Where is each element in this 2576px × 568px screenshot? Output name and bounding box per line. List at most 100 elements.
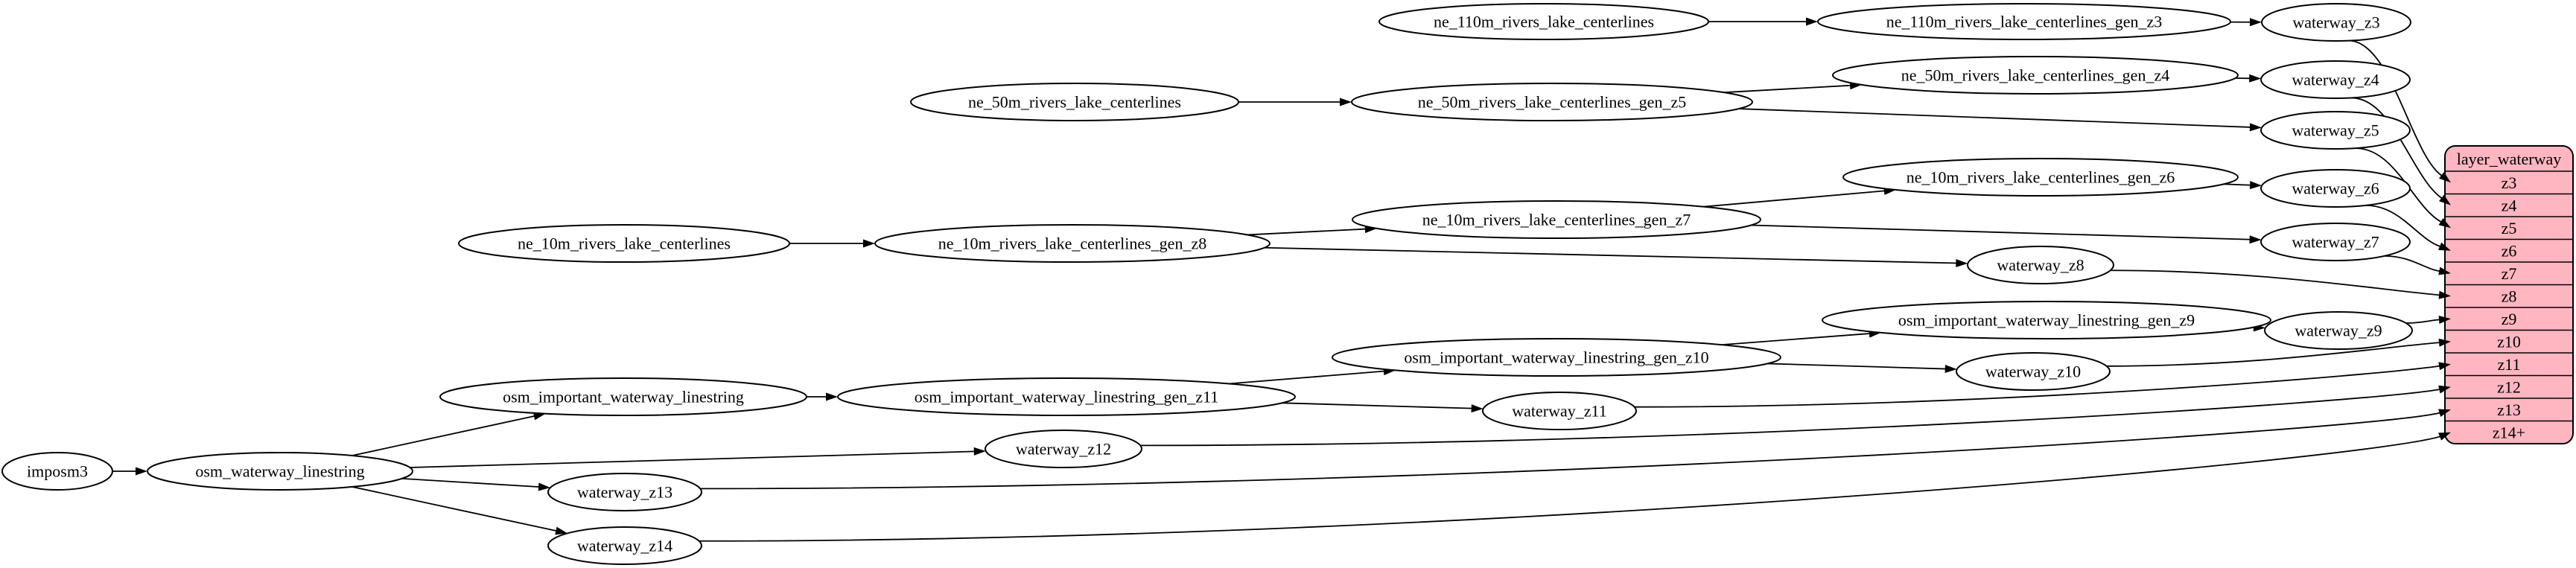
edge-waterway_z13-to-layer_waterway-z13-arrowhead: [2438, 409, 2451, 418]
node-osm_important_waterway_linestring: [439, 377, 807, 416]
node-label-ne_10m_rivers_lake_centerlines_gen_z6: ne_10m_rivers_lake_centerlines_gen_z6: [1906, 168, 2175, 187]
edge-osm_important_waterway_linestring_gen_z10-to-waterway_z10-arrowhead: [1944, 364, 1957, 373]
edge-waterway_z8-to-layer_waterway-z8: [2110, 269, 2441, 296]
node-waterway_z10: [1956, 352, 2111, 391]
edge-osm_important_waterway_linestring_gen_z11-to-waterway_z11-arrowhead: [1471, 404, 1483, 413]
node-label-osm_important_waterway_linestring_gen_z10: osm_important_waterway_linestring_gen_z1…: [1404, 348, 1708, 367]
table-row-z6: z6: [2502, 241, 2517, 260]
node-label-waterway_z8: waterway_z8: [1997, 256, 2084, 275]
table-row-z5: z5: [2502, 219, 2517, 237]
edge-waterway_z9-to-layer_waterway-z9: [2405, 319, 2441, 324]
edge-osm_important_waterway_linestring_gen_z11-to-osm_important_waterway_linestring_gen_z10: [1229, 370, 1386, 385]
node-label-ne_10m_rivers_lake_centerlines_gen_z7: ne_10m_rivers_lake_centerlines_gen_z7: [1422, 211, 1691, 229]
node-label-waterway_z6: waterway_z6: [2292, 179, 2379, 198]
node-label-ne_10m_rivers_lake_centerlines_gen_z8: ne_10m_rivers_lake_centerlines_gen_z8: [938, 234, 1206, 253]
edge-waterway_z9-to-layer_waterway-z9-arrowhead: [2438, 316, 2451, 324]
edge-waterway_z3-to-layer_waterway-z3: [2348, 39, 2443, 177]
table-row-z10: z10: [2497, 332, 2521, 351]
edge-waterway_z11-to-layer_waterway-z11-arrowhead: [2438, 362, 2451, 371]
node-osm_important_waterway_linestring_gen_z11: [837, 377, 1296, 416]
node-label-waterway_z5: waterway_z5: [2292, 121, 2379, 140]
edge-waterway_z6-to-layer_waterway-z6: [2365, 204, 2442, 248]
edge-ne_10m_rivers_lake_centerlines_gen_z7-to-ne_10m_rivers_lake_centerlines_gen_z6: [1703, 190, 1886, 208]
table-row-z8: z8: [2502, 287, 2517, 305]
edge-ne_10m_rivers_lake_centerlines_gen_z7-to-waterway_z7: [1751, 224, 2251, 240]
node-imposm3: [1, 452, 113, 491]
edge-ne_10m_rivers_lake_centerlines_gen_z6-to-waterway_z6-arrowhead: [2249, 181, 2262, 190]
node-ne_10m_rivers_lake_centerlines: [458, 224, 790, 263]
edge-osm_important_waterway_linestring-to-osm_important_waterway_linestring_gen_z11-arrowhead: [826, 392, 838, 401]
edge-osm_important_waterway_linestring_gen_z10-to-osm_important_waterway_linestring_gen_z9: [1722, 333, 1871, 346]
edge-ne_10m_rivers_lake_centerlines_gen_z8-to-waterway_z8: [1264, 246, 1958, 264]
edge-ne_50m_rivers_lake_centerlines_gen_z5-to-waterway_z5-arrowhead: [2249, 123, 2262, 132]
node-ne_10m_rivers_lake_centerlines_gen_z8: [874, 224, 1270, 263]
node-waterway_z3: [2261, 3, 2411, 42]
edge-waterway_z7-to-layer_waterway-z7: [2384, 255, 2441, 272]
edge-ne_10m_rivers_lake_centerlines-to-ne_10m_rivers_lake_centerlines_gen_z8-arrowhead: [863, 239, 875, 248]
table-row-z13: z13: [2497, 401, 2521, 419]
node-label-osm_important_waterway_linestring_gen_z11: osm_important_waterway_linestring_gen_z1…: [915, 388, 1219, 406]
node-label-osm_important_waterway_linestring_gen_z9: osm_important_waterway_linestring_gen_z9: [1898, 311, 2195, 330]
node-osm_important_waterway_linestring_gen_z9: [1822, 301, 2271, 339]
node-label-waterway_z4: waterway_z4: [2292, 71, 2379, 89]
node-ne_50m_rivers_lake_centerlines_gen_z4: [1832, 56, 2239, 95]
edge-ne_10m_rivers_lake_centerlines_gen_z8-to-ne_10m_rivers_lake_centerlines_gen_z7: [1247, 228, 1367, 236]
node-label-imposm3: imposm3: [27, 462, 88, 481]
edge-waterway_z11-to-layer_waterway-z11: [1634, 365, 2441, 408]
edge-waterway_z5-to-layer_waterway-z5-arrowhead: [2438, 218, 2451, 229]
edge-waterway_z8-to-layer_waterway-z8-arrowhead: [2438, 290, 2451, 299]
edge-waterway_z7-to-layer_waterway-z7-arrowhead: [2438, 267, 2451, 275]
edge-ne_10m_rivers_lake_centerlines_gen_z6-to-waterway_z6: [2223, 183, 2252, 186]
node-label-ne_50m_rivers_lake_centerlines: ne_50m_rivers_lake_centerlines: [968, 93, 1181, 112]
edge-ne_110m_rivers_lake_centerlines_gen_z3-to-waterway_z3-arrowhead: [2249, 18, 2262, 27]
edge-ne_110m_rivers_lake_centerlines-to-ne_110m_rivers_lake_centerlines_gen_z3-arrowhead: [1806, 17, 1818, 26]
edge-ne_50m_rivers_lake_centerlines_gen_z4-to-waterway_z4-arrowhead: [2249, 74, 2262, 83]
edge-osm_waterway_linestring-to-waterway_z14-arrowhead: [555, 526, 568, 535]
table-row-z11: z11: [2498, 355, 2521, 374]
node-label-waterway_z14: waterway_z14: [577, 537, 672, 555]
node-ne_110m_rivers_lake_centerlines_gen_z3: [1817, 3, 2231, 40]
node-label-ne_50m_rivers_lake_centerlines_gen_z4: ne_50m_rivers_lake_centerlines_gen_z4: [1901, 66, 2169, 85]
node-ne_50m_rivers_lake_centerlines_gen_z5: [1351, 83, 1753, 121]
edge-ne_50m_rivers_lake_centerlines-to-ne_50m_rivers_lake_centerlines_gen_z5-arrowhead: [1340, 98, 1352, 106]
edge-imposm3-to-osm_waterway_linestring-arrowhead: [136, 467, 147, 476]
edge-ne_50m_rivers_lake_centerlines_gen_z5-to-ne_50m_rivers_lake_centerlines_gen_z4: [1723, 84, 1852, 94]
table-row-z3: z3: [2502, 173, 2517, 192]
node-label-ne_50m_rivers_lake_centerlines_gen_z5: ne_50m_rivers_lake_centerlines_gen_z5: [1418, 93, 1686, 112]
edge-ne_10m_rivers_lake_centerlines_gen_z7-to-waterway_z7-arrowhead: [2249, 235, 2262, 244]
node-label-ne_110m_rivers_lake_centerlines_gen_z3: ne_110m_rivers_lake_centerlines_gen_z3: [1886, 13, 2163, 31]
node-waterway_z4: [2260, 60, 2411, 99]
table-row-z9: z9: [2502, 310, 2517, 328]
node-waterway_z12: [985, 430, 1142, 468]
edge-waterway_z13-to-layer_waterway-z13: [700, 412, 2441, 490]
edge-osm_waterway_linestring-to-waterway_z13: [401, 477, 541, 488]
table-row-z4: z4: [2502, 196, 2517, 214]
node-waterway_z13: [547, 473, 702, 511]
edge-waterway_z6-to-layer_waterway-z6-arrowhead: [2438, 242, 2451, 251]
edge-waterway_z14-to-layer_waterway-z14+-arrowhead: [2438, 432, 2451, 441]
node-waterway_z14: [547, 526, 702, 565]
edge-ne_50m_rivers_lake_centerlines_gen_z5-to-waterway_z5: [1738, 108, 2252, 128]
node-ne_110m_rivers_lake_centerlines: [1378, 3, 1709, 40]
node-waterway_z8: [1967, 246, 2114, 284]
edge-osm_waterway_linestring-to-osm_important_waterway_linestring: [352, 415, 536, 456]
table-title: layer_waterway: [2457, 150, 2561, 168]
node-label-waterway_z12: waterway_z12: [1016, 440, 1111, 459]
node-ne_10m_rivers_lake_centerlines_gen_z7: [1352, 200, 1761, 239]
node-label-osm_waterway_linestring: osm_waterway_linestring: [195, 462, 364, 481]
edge-waterway_z14-to-layer_waterway-z14+: [699, 435, 2442, 542]
edge-osm_waterway_linestring-to-waterway_z13-arrowhead: [538, 482, 551, 491]
edge-waterway_z10-to-layer_waterway-z10: [2106, 342, 2441, 367]
node-waterway_z11: [1482, 392, 1637, 430]
edge-osm_important_waterway_linestring_gen_z11-to-waterway_z11: [1282, 402, 1473, 409]
node-waterway_z6: [2260, 169, 2411, 208]
node-label-waterway_z11: waterway_z11: [1512, 402, 1606, 421]
edge-waterway_z10-to-layer_waterway-z10-arrowhead: [2438, 338, 2451, 347]
table-row-z12: z12: [2497, 377, 2521, 396]
edge-osm_waterway_linestring-to-waterway_z12: [410, 450, 976, 468]
edge-ne_10m_rivers_lake_centerlines_gen_z8-to-waterway_z8-arrowhead: [1956, 258, 1968, 267]
node-ne_50m_rivers_lake_centerlines: [910, 83, 1239, 121]
node-waterway_z7: [2260, 223, 2411, 261]
